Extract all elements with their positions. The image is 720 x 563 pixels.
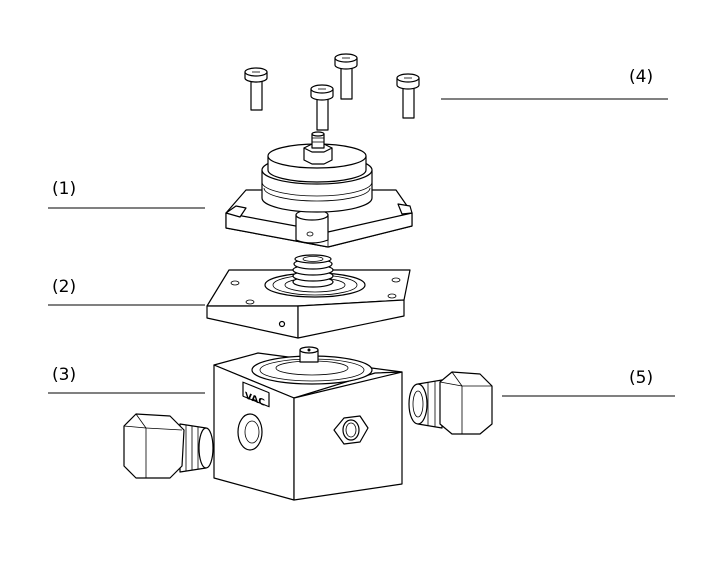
screws <box>244 53 420 131</box>
valve-body: VAC <box>213 346 403 501</box>
fitting-right <box>408 371 493 435</box>
callout-4-label: (4) <box>629 67 653 87</box>
callout-3-label: (3) <box>52 365 76 385</box>
bonnet-block <box>206 254 411 339</box>
callout-3: (3) <box>48 365 205 394</box>
callout-5-label: (5) <box>629 368 653 388</box>
screw-left <box>244 67 268 111</box>
callout-2: (2) <box>48 277 205 306</box>
fitting-left <box>123 413 214 479</box>
screw-right <box>396 73 420 119</box>
callout-4: (4) <box>441 67 668 100</box>
spring <box>292 254 334 288</box>
callout-1-label: (1) <box>52 179 76 199</box>
callout-5: (5) <box>502 368 675 397</box>
screw-back <box>334 53 358 100</box>
actuator-cover <box>225 131 413 248</box>
callout-1: (1) <box>48 179 205 209</box>
callout-2-label: (2) <box>52 277 76 297</box>
screw-front <box>310 84 334 131</box>
